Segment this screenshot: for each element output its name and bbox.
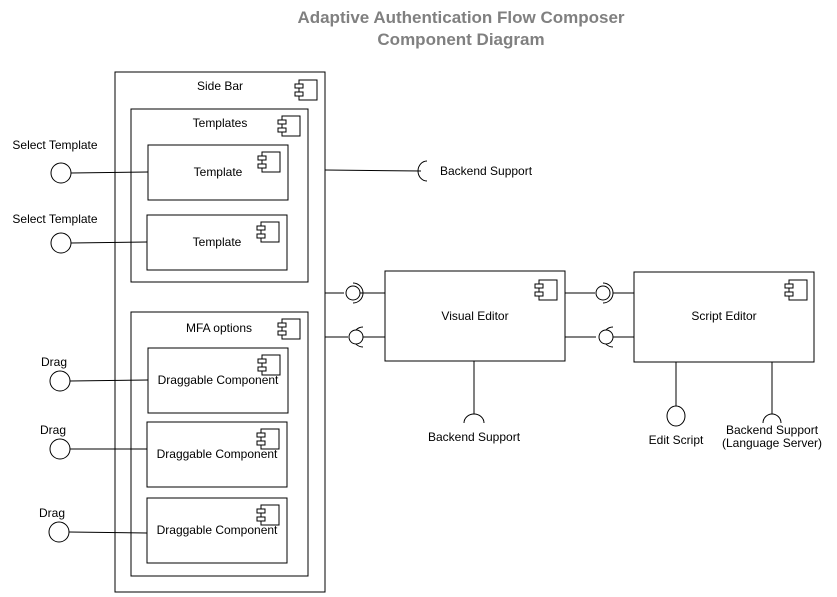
provided-interface-icon [348, 329, 364, 345]
diagram-title-line-2: Component Diagram [377, 30, 544, 49]
visual-script-editor-connector-top [565, 282, 634, 304]
sidebar-visual-editor-connector-bottom [325, 326, 385, 348]
template-component[interactable]: Template [146, 214, 288, 271]
side-bar-label: Side Bar [197, 79, 243, 93]
provided-interface-icon [49, 370, 71, 392]
visual-editor-label: Visual Editor [441, 309, 508, 323]
script-editor-backend-support-interface: Backend Support (Language Server) [722, 362, 822, 450]
template-label: Template [194, 165, 243, 179]
template-label: Template [193, 235, 242, 249]
select-template-label: Select Template [12, 212, 97, 226]
drag-interface: Drag [41, 355, 149, 392]
templates-label: Templates [193, 116, 248, 130]
provided-interface-icon [666, 405, 686, 427]
draggable-component[interactable]: Draggable Component [146, 421, 288, 488]
required-interface-icon [762, 413, 782, 424]
template-component[interactable]: Template [147, 144, 289, 201]
drag-interface: Drag [40, 423, 147, 460]
provided-interface-icon [48, 521, 70, 543]
select-template-interface: Select Template [12, 138, 149, 184]
backend-support-label: Backend Support [440, 164, 533, 178]
select-template-label: Select Template [12, 138, 97, 152]
select-template-interface: Select Template [12, 212, 148, 254]
draggable-component[interactable]: Draggable Component [146, 497, 288, 564]
sidebar-visual-editor-connector-top [325, 282, 385, 304]
draggable-component-label: Draggable Component [158, 373, 279, 387]
drag-label: Drag [41, 355, 67, 369]
visual-script-editor-connector-bottom [565, 326, 634, 348]
provided-interface-icon [595, 285, 611, 301]
draggable-component-label: Draggable Component [157, 447, 278, 461]
drag-interface: Drag [39, 506, 148, 543]
edit-script-label: Edit Script [649, 433, 704, 447]
script-editor-label: Script Editor [691, 309, 756, 323]
provided-interface-icon [345, 285, 361, 301]
draggable-component-label: Draggable Component [157, 523, 278, 537]
required-interface-icon [417, 160, 428, 182]
visual-editor-component[interactable]: Visual Editor [384, 270, 566, 362]
sidebar-backend-support-interface: Backend Support [324, 160, 533, 182]
backend-support-label: Backend Support [726, 423, 819, 437]
provided-interface-icon [598, 329, 614, 345]
backend-support-label: Backend Support [428, 430, 521, 444]
provided-interface-icon [49, 438, 71, 460]
drag-label: Drag [40, 423, 66, 437]
provided-interface-icon [50, 162, 72, 184]
draggable-component[interactable]: Draggable Component [147, 347, 289, 414]
diagram-title-line-1: Adaptive Authentication Flow Composer [297, 8, 624, 27]
required-interface-icon [463, 413, 485, 424]
provided-interface-icon [50, 232, 72, 254]
language-server-label: (Language Server) [722, 436, 822, 450]
visual-editor-backend-support-interface: Backend Support [428, 361, 521, 444]
script-editor-component[interactable]: Script Editor [633, 271, 815, 363]
edit-script-interface: Edit Script [649, 362, 704, 447]
drag-label: Drag [39, 506, 65, 520]
mfa-options-label: MFA options [186, 321, 252, 335]
